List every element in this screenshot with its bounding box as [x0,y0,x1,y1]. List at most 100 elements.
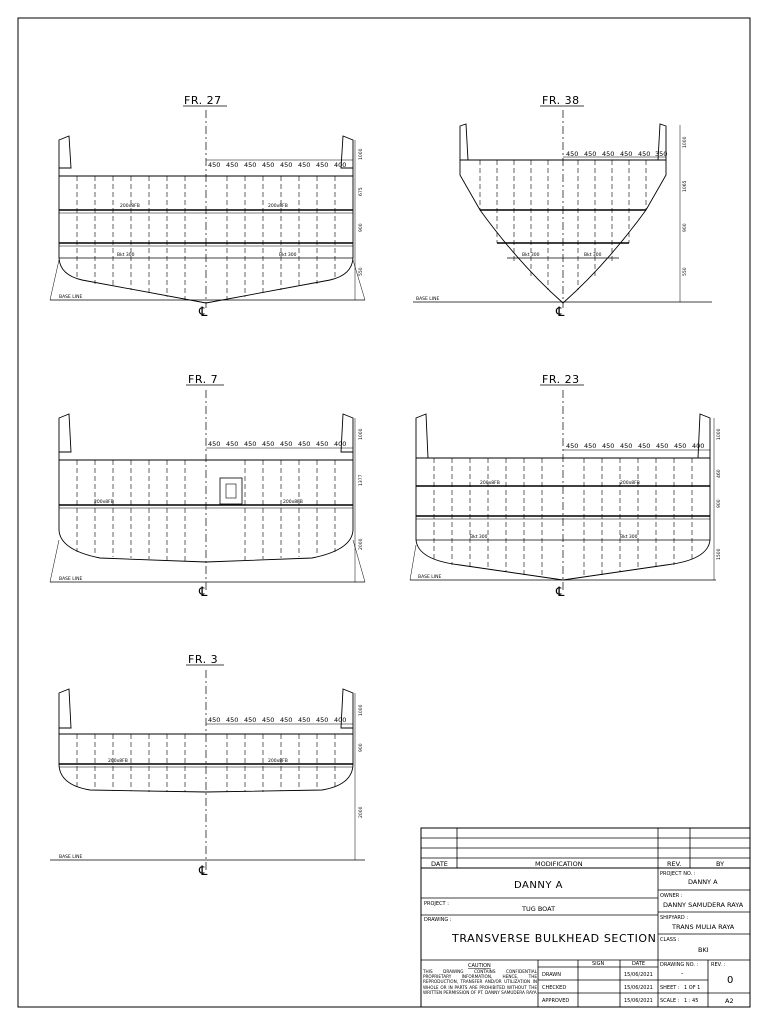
dim-label: 450 [674,442,686,450]
section-label: FR. 7 [188,373,218,386]
section-fr38: FR. 38 [413,94,712,308]
title-block-text: DATE MODIFICATION REV. BY DANNY A PROJEC… [423,860,744,1005]
dim-label: 450 [244,716,256,724]
member-label: Bkt 300 [470,534,488,540]
section-fr23: FR. 23 [409,373,716,590]
member-label: 200x8FB [620,480,640,486]
dim-label: 450 [602,442,614,450]
dim-label: 450 [620,150,632,158]
by-header: BY [716,860,724,868]
member-label: Bkt 300 [279,252,297,258]
base-line-label: BASE LINE [59,854,82,860]
section-label: FR. 3 [188,653,218,666]
centerline-symbol: ℄ [555,305,565,320]
member-label: Bkt 300 [522,252,540,258]
owner-value: DANNY SAMUDERA RAYA [663,901,744,909]
date-header: DATE [431,860,448,868]
vdim-label: 1065 [682,180,688,192]
member-label: 200x8FB [120,203,140,209]
shipyard-label: SHIPYARD : [660,915,688,921]
member-label: 200x8FB [268,203,288,209]
member-label: 200x8FB [108,758,128,764]
drawn-date: 15/06/2021 [624,972,653,978]
sign-header: SIGN [592,961,605,967]
scale-label: SCALE : [660,998,680,1004]
designer-name: DANNY A [514,880,563,891]
dim-label: 450 [620,442,632,450]
paper-size: A2 [725,997,734,1005]
base-line-label: BASE LINE [59,576,82,582]
dim-label: 450 [262,440,274,448]
scale-value: 1 : 45 [684,998,698,1004]
checked-date: 15/06/2021 [624,985,653,991]
vdim-label: 1377 [358,474,364,486]
dim-label: 450 [226,161,238,169]
centerline-symbol: ℄ [555,585,565,600]
vdim-label: 550 [682,267,688,276]
dim-label: 350 [655,150,667,158]
caution-title: CAUTION [468,963,491,969]
class-label: CLASS : [660,937,680,943]
member-label: 200x8FB [94,499,114,505]
dim-label: 450 [280,440,292,448]
base-line-label: BASE LINE [416,296,439,302]
dim-label: 400 [334,161,346,169]
member-label: 200x8FB [268,758,288,764]
approved-label: APPROVED [542,998,569,1004]
section-fr3: FR. 3 [50,653,365,870]
vdim-label: 1000 [358,428,364,440]
owner-label: OWNER : [660,893,683,899]
vdim-label: 900 [682,223,688,232]
vdim-label: 460 [716,469,722,478]
member-label: Bkt 300 [117,252,135,258]
section-fr7: FR. 7 [49,373,366,590]
modification-header: MODIFICATION [535,860,583,868]
title-block [420,827,751,1008]
vdim-label: 550 [358,267,364,276]
rev-header: REV. [667,860,681,868]
vdim-label: 1000 [716,428,722,440]
vdim-label: 900 [358,743,364,752]
section-fr27: FR. 27 [49,94,366,308]
dim-label: 450 [226,440,238,448]
dim-label: 450 [298,161,310,169]
member-label: 200x8FB [480,480,500,486]
dim-label: 450 [566,150,578,158]
dim-label: 450 [244,161,256,169]
drawing-title: TRANSVERSE BULKHEAD SECTION [451,932,657,945]
vdim-label: 2000 [358,538,364,550]
dim-label: 450 [298,716,310,724]
dims-fr7: 450 450 450 450 450 450 450 400 1000 137… [59,428,364,600]
dim-label: 450 [208,716,220,724]
dim-label: 400 [334,716,346,724]
sheet-value: 1 OF 1 [684,985,700,991]
shipyard-value: TRANS MULIA RAYA [671,923,735,931]
dim-label: 450 [208,440,220,448]
date-col-header: DATE [632,961,645,967]
dim-label: 450 [316,440,328,448]
dims-fr23: 450 450 450 450 450 450 450 400 1000 460… [418,428,722,600]
vdim-label: 1000 [358,148,364,160]
dim-label: 450 [584,442,596,450]
dim-label: 450 [262,716,274,724]
centerline-symbol: ℄ [198,305,208,320]
vdim-label: 1000 [358,704,364,716]
section-label: FR. 23 [542,373,580,386]
vdim-label: 1000 [682,136,688,148]
dims-fr38: 450 450 450 450 450 350 1000 1065 900 55… [416,136,688,320]
sheet-border [17,17,751,1008]
project-value: TUG BOAT [521,905,555,913]
dim-label: 450 [656,442,668,450]
rev-label: REV. : [711,962,726,968]
dims-fr3: 450 450 450 450 450 450 450 400 1000 900… [59,704,364,879]
section-label: FR. 38 [542,94,580,107]
dim-label: 450 [262,161,274,169]
dim-label: 450 [280,716,292,724]
vdim-label: 2000 [358,806,364,818]
vdim-label: 1500 [716,548,722,560]
dim-label: 450 [316,716,328,724]
rev-value: 0 [727,975,734,986]
base-line-label: BASE LINE [418,574,441,580]
checked-label: CHECKED [542,985,566,991]
